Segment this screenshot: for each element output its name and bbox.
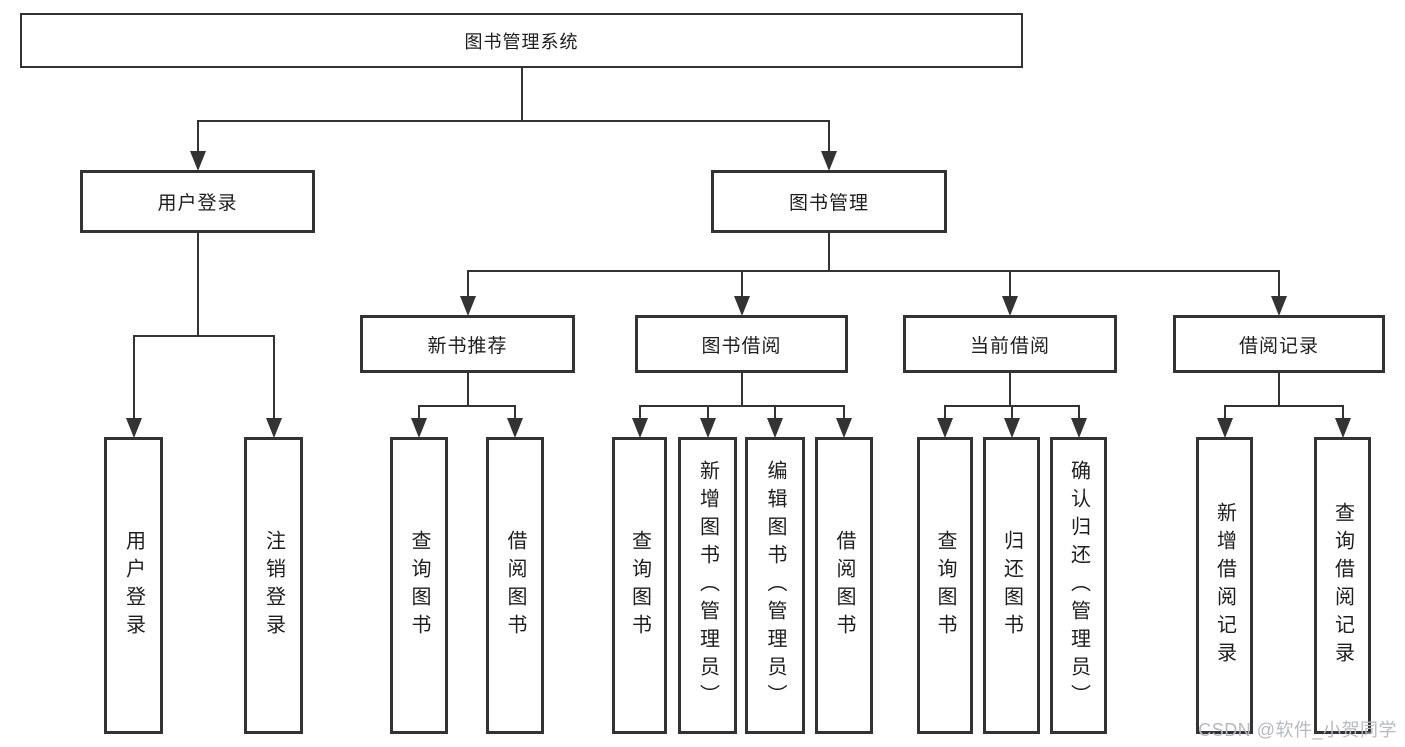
node-label: 借阅图书 [504, 529, 526, 642]
arrowhead-nbr-query-books [411, 418, 427, 438]
node-label: 借阅记录 [1238, 335, 1319, 357]
connector-rail-library-system [196, 120, 830, 122]
connector-drop-bb-borrow-books [843, 405, 845, 419]
node-label: 确认归还（管理员） [1067, 459, 1090, 712]
node-label: 编辑图书（管理员） [764, 459, 786, 712]
node-label: 用户登录 [157, 193, 238, 214]
arrowhead-cb-return-books [1003, 418, 1020, 438]
node-user-login-leaf: 用户登录 [104, 437, 163, 734]
arrowhead-new-book-recommend [459, 296, 476, 316]
node-label: 注销登录 [262, 529, 285, 642]
connector-drop-logout-leaf [272, 335, 275, 419]
connector-stub-user-login [196, 233, 199, 337]
node-book-management: 图书管理 [711, 170, 947, 233]
arrowhead-br-add-record [1216, 418, 1233, 438]
node-new-book-recommend: 新书推荐 [360, 315, 575, 373]
connector-stub-new-book-recommend [466, 373, 469, 407]
arrowhead-bb-borrow-books [836, 418, 852, 438]
connector-drop-new-book-recommend [466, 270, 469, 297]
node-cb-return-books: 归还图书 [983, 437, 1040, 734]
connector-drop-user-login-leaf [132, 335, 135, 419]
watermark: CSDN @软件_小贺同学 [1198, 720, 1397, 740]
arrowhead-current-borrow [1002, 296, 1018, 316]
node-logout-leaf: 注销登录 [244, 437, 303, 734]
node-label: 查询图书 [934, 529, 956, 642]
node-label: 新增图书（管理员） [696, 459, 719, 712]
arrowhead-book-management [821, 151, 837, 171]
node-label: 借阅图书 [833, 529, 855, 642]
connector-drop-bb-query-books [638, 405, 641, 419]
node-label: 新增借阅记录 [1213, 501, 1236, 670]
connector-rail-new-book-recommend [418, 405, 516, 407]
connector-rail-book-borrow [638, 405, 845, 407]
connector-drop-nbr-borrow-books [514, 405, 516, 419]
node-label: 新书推荐 [427, 335, 508, 357]
connector-stub-current-borrow [1009, 373, 1011, 407]
node-br-add-record: 新增借阅记录 [1196, 437, 1253, 734]
arrowhead-bb-add-books [699, 418, 716, 438]
node-current-borrow: 当前借阅 [903, 315, 1117, 373]
connector-drop-book-management [828, 120, 830, 152]
node-br-query-record: 查询借阅记录 [1314, 437, 1371, 734]
node-borrow-records: 借阅记录 [1173, 315, 1385, 373]
connector-stub-library-system [520, 68, 523, 122]
arrowhead-br-query-record [1334, 418, 1351, 438]
arrowhead-borrow-records [1271, 296, 1287, 316]
connector-drop-br-add-record [1223, 405, 1226, 419]
connector-drop-bb-add-books [706, 405, 709, 419]
connector-drop-cb-confirm-return [1077, 405, 1080, 419]
connector-rail-user-login [132, 335, 275, 337]
connector-drop-borrow-records [1278, 270, 1280, 297]
node-label: 查询借阅记录 [1331, 501, 1354, 670]
connector-drop-book-borrow [740, 270, 743, 297]
node-label: 查询图书 [408, 529, 430, 642]
arrowhead-logout-leaf [265, 418, 282, 438]
connector-stub-borrow-records [1278, 373, 1280, 407]
connector-rail-book-management [466, 270, 1280, 272]
arrowhead-bb-edit-books [767, 418, 783, 438]
connector-stub-book-management [828, 233, 830, 272]
arrowhead-user-login [189, 151, 206, 171]
connector-drop-current-borrow [1009, 270, 1011, 297]
arrowhead-book-borrow [733, 296, 750, 316]
node-label: 用户登录 [122, 529, 145, 642]
node-cb-confirm-return: 确认归还（管理员） [1050, 437, 1107, 734]
arrowhead-user-login-leaf [125, 418, 142, 438]
node-label: 图书管理 [788, 193, 869, 214]
arrowhead-cb-confirm-return [1070, 418, 1087, 438]
node-label: 查询图书 [628, 529, 651, 642]
node-library-system: 图书管理系统 [20, 13, 1023, 68]
node-nbr-query-books: 查询图书 [390, 437, 448, 734]
connector-stub-book-borrow [740, 373, 743, 407]
connector-drop-br-query-record [1341, 405, 1344, 419]
node-cb-query-books: 查询图书 [917, 437, 973, 734]
connector-rail-borrow-records [1223, 405, 1344, 407]
node-label: 图书管理系统 [464, 31, 579, 52]
node-label: 图书借阅 [701, 335, 782, 357]
arrowhead-nbr-borrow-books [507, 418, 523, 438]
node-label: 当前借阅 [969, 335, 1050, 357]
connector-drop-user-login [196, 120, 199, 152]
arrowhead-bb-query-books [631, 418, 648, 438]
node-nbr-borrow-books: 借阅图书 [486, 437, 544, 734]
node-bb-edit-books: 编辑图书（管理员） [745, 437, 805, 734]
node-book-borrow: 图书借阅 [635, 315, 848, 373]
node-user-login: 用户登录 [80, 170, 315, 233]
connector-drop-cb-query-books [944, 405, 946, 419]
connector-drop-cb-return-books [1010, 405, 1013, 419]
node-bb-query-books: 查询图书 [612, 437, 667, 734]
node-bb-add-books: 新增图书（管理员） [678, 437, 737, 734]
connector-drop-nbr-query-books [418, 405, 420, 419]
arrowhead-cb-query-books [937, 418, 953, 438]
node-bb-borrow-books: 借阅图书 [815, 437, 873, 734]
connector-drop-bb-edit-books [774, 405, 776, 419]
node-label: 归还图书 [1000, 529, 1023, 642]
